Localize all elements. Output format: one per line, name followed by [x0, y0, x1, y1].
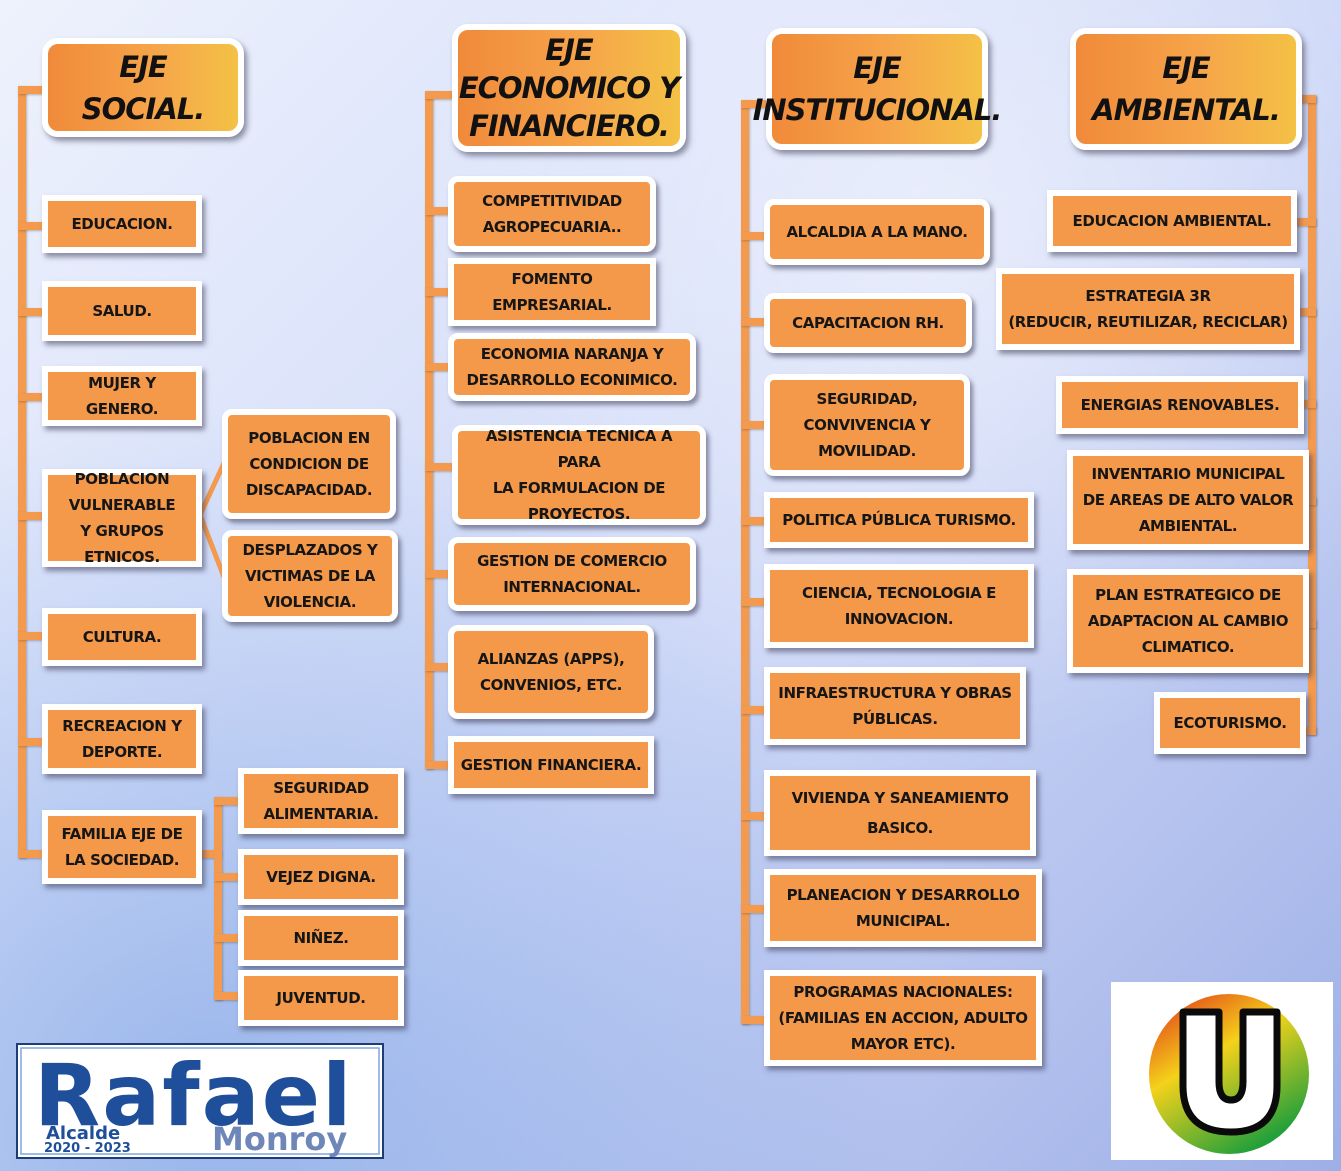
u-letter-label: U — [1111, 982, 1112, 983]
ambiental-item-ecoturismo: ECOTURISMO. — [1154, 692, 1306, 754]
vulnerable-sub-desplazados: DESPLAZADOS Y VICTIMAS DE LA VIOLENCIA. — [222, 530, 398, 622]
social-item-mujer-genero: MUJER Y GENERO. — [42, 366, 202, 426]
institucional-item-infraestructura: INFRAESTRUCTURA Y OBRAS PÚBLICAS. — [764, 667, 1026, 745]
logo-role: Alcalde — [46, 1123, 120, 1144]
ambiental-item-educacion-ambiental: EDUCACION AMBIENTAL. — [1047, 190, 1297, 252]
familia-sub-seguridad-alimentaria: SEGURIDAD ALIMENTARIA. — [238, 768, 404, 834]
institucional-item-alcaldia: ALCALDIA A LA MANO. — [764, 199, 990, 265]
social-item-educacion: EDUCACION. — [42, 195, 202, 253]
party-u-logo: U — [1111, 982, 1333, 1160]
institucional-item-turismo: POLITICA PÚBLICA TURISMO. — [764, 492, 1034, 548]
rafael-monroy-logo: Rafael Alcalde 2020 - 2023 Monroy — [16, 1043, 384, 1159]
header-eje-institucional: EJE INSTITUCIONAL. — [753, 28, 1002, 150]
header-eje-ambiental: EJE AMBIENTAL. — [1070, 28, 1302, 150]
economico-item-alianzas: ALIANZAS (APPS), CONVENIOS, ETC. — [448, 625, 654, 719]
social-item-cultura: CULTURA. — [42, 608, 202, 666]
ambiental-item-energias: ENERGIAS RENOVABLES. — [1056, 376, 1304, 434]
institucional-item-vivienda: VIVIENDA Y SANEAMIENTO BASICO. — [764, 770, 1036, 856]
logo-surname: Monroy — [212, 1120, 347, 1158]
u-letter-icon — [1179, 1008, 1281, 1136]
economico-item-comercio-internacional: GESTION DE COMERCIO INTERNACIONAL. — [448, 537, 696, 611]
economico-item-fomento: FOMENTO EMPRESARIAL. — [448, 258, 656, 326]
familia-sub-vejez-digna: VEJEZ DIGNA. — [238, 849, 404, 905]
header-eje-social: EJE SOCIAL. — [42, 38, 244, 137]
vulnerable-sub-discapacidad: POBLACION EN CONDICION DE DISCAPACIDAD. — [222, 409, 396, 519]
institucional-item-capacitacion: CAPACITACION RH. — [764, 293, 972, 353]
ambiental-item-plan-estrategico: PLAN ESTRATEGICO DE ADAPTACION AL CAMBIO… — [1067, 569, 1309, 673]
social-item-salud: SALUD. — [42, 281, 202, 341]
social-item-poblacion-vulnerable: POBLACION VULNERABLE Y GRUPOS ETNICOS. — [42, 469, 202, 567]
institucional-item-seguridad: SEGURIDAD, CONVIVENCIA Y MOVILIDAD. — [764, 374, 970, 476]
economico-item-asistencia-tecnica: ASISTENCIA TECNICA A PARA LA FORMULACION… — [452, 425, 706, 525]
logo-period: 2020 - 2023 — [44, 1141, 131, 1156]
economico-item-economia-naranja: ECONOMIA NARANJA Y DESARROLLO ECONIMICO. — [448, 333, 696, 401]
ambiental-item-estrategia-3r: ESTRATEGIA 3R (REDUCIR, REUTILIZAR, RECI… — [996, 268, 1300, 350]
logo-name: Rafael — [34, 1046, 354, 1146]
header-eje-economico: EJE ECONOMICO Y FINANCIERO. — [452, 24, 686, 152]
economico-item-gestion-financiera: GESTION FINANCIERA. — [448, 736, 654, 794]
institucional-item-ciencia: CIENCIA, TECNOLOGIA E INNOVACION. — [764, 564, 1034, 648]
economico-item-competitividad: COMPETITIVIDAD AGROPECUARIA.. — [448, 176, 656, 252]
ambiental-item-inventario: INVENTARIO MUNICIPAL DE AREAS DE ALTO VA… — [1067, 450, 1309, 550]
institucional-item-programas-nacionales: PROGRAMAS NACIONALES: (FAMILIAS EN ACCIO… — [764, 970, 1042, 1066]
vulnerable-branch-lines — [197, 461, 227, 578]
familia-sub-juventud: JUVENTUD. — [238, 970, 404, 1026]
social-item-familia: FAMILIA EJE DE LA SOCIEDAD. — [42, 810, 202, 884]
familia-sub-ninez: NIÑEZ. — [238, 910, 404, 966]
institucional-item-planeacion: PLANEACION Y DESARROLLO MUNICIPAL. — [764, 869, 1042, 947]
social-item-recreacion-deporte: RECREACION Y DEPORTE. — [42, 704, 202, 774]
